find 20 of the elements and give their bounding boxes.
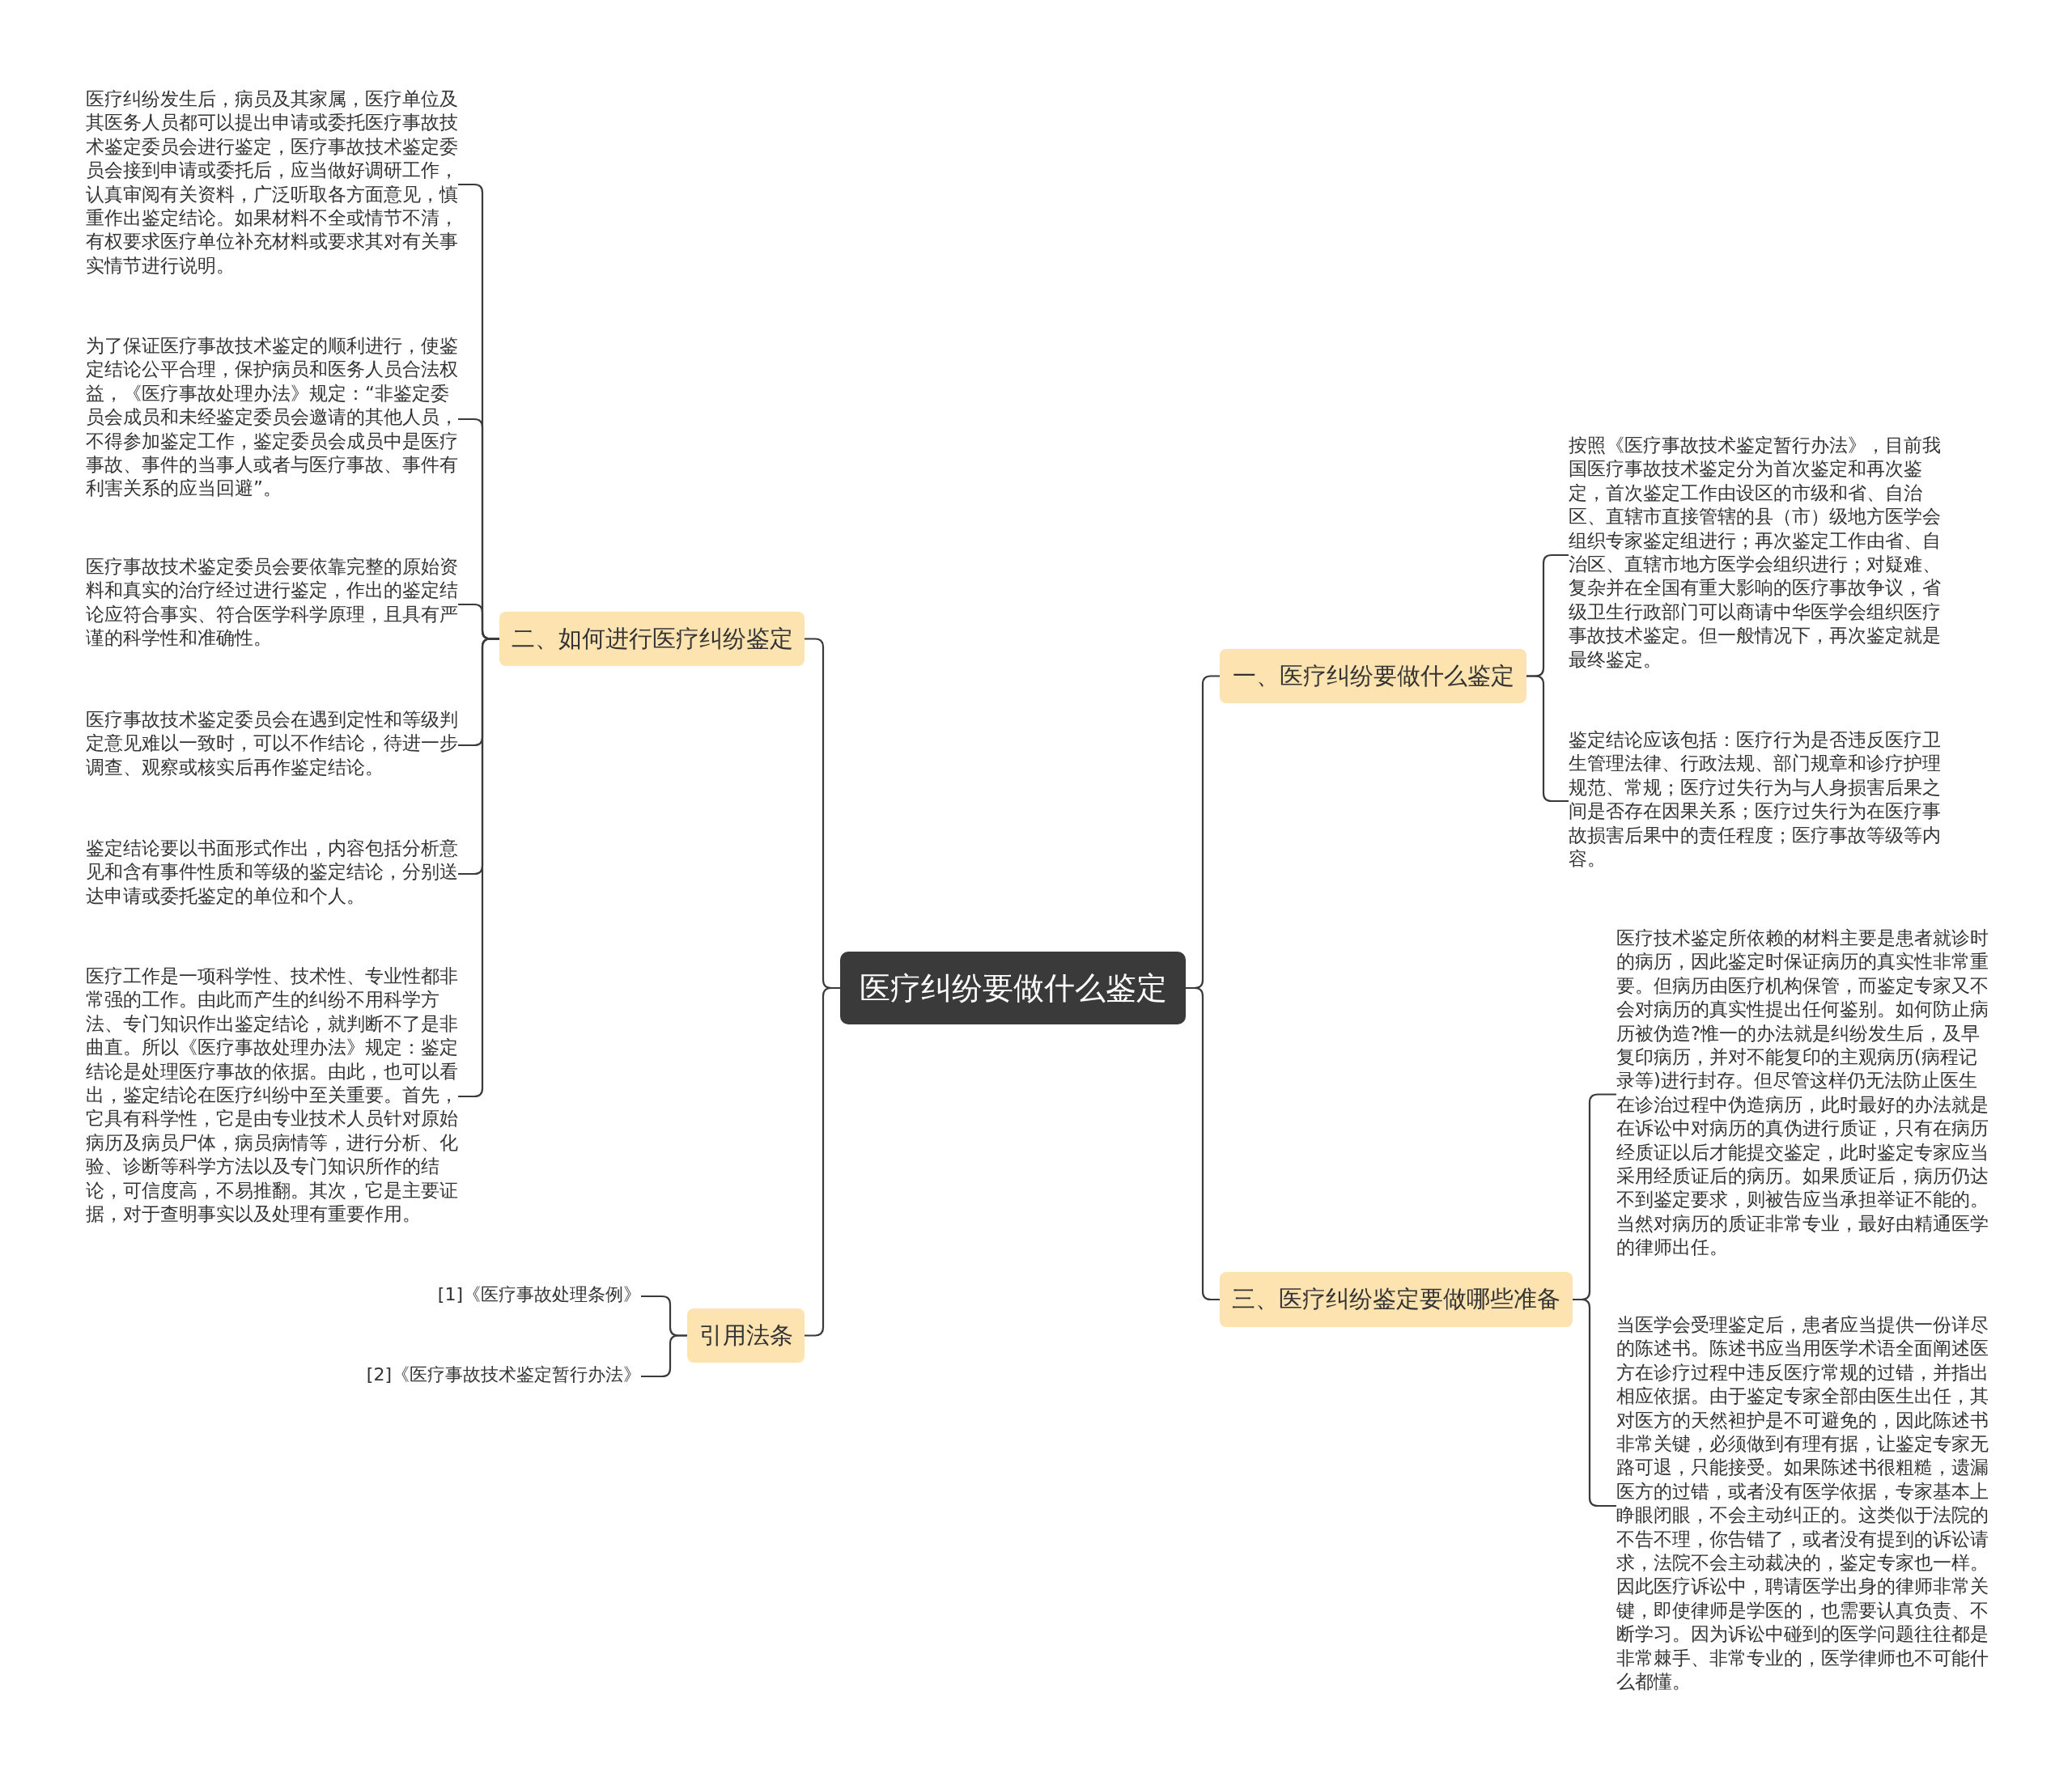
note-text: 医疗工作是一项科学性、技术性、专业性都非常强的工作。由此而产生的纠纷不用科学方法、专门知识作出鉴定结论，就判断不了是非曲直。所以《医疗事故处理办法》规定：鉴定结论是处理医疗事故的依据。由此，也可以看出，鉴定结论在医疗纠纷中至关重要。首先，它具有科学性，它是由专业技术人员针对原始病历及病员尸体，病员病情等，进行分析、化验、诊断等科学方法以及专门知识所作的结论，可信度高，不易推翻。其次，它是主要证据，对于查明事实以及处理有重要作用。 [86, 965, 458, 1228]
topic-box: 一、医疗纠纷要做什么鉴定 [1220, 649, 1526, 703]
note-text: 医疗技术鉴定所依赖的材料主要是患者就诊时的病历，因此鉴定时保证病历的真实性非常重要。但病历由医疗机构保管，而鉴定专家又不会对病历的真实性提出任何鉴别。如何防止病历被伪造?惟一的办法就是纠纷发生后，及早复印病历，并对不能复印的主观病历(病程记录等)进行封存。但尽管这样仍无法防止医生在诊治过程中伪造病历，此时最好的办法就是在诉讼中对病历的真伪进行质证，只有在病历经质证以后才能提交鉴定，此时鉴定专家应当采用经质证后的病历。如果质证后，病历仍达不到鉴定要求，则被告应当承担举证不能的。当然对病历的质证非常专业，最好由精通医学的律师出任。 [1616, 927, 1990, 1262]
note-text: 医疗纠纷发生后，病员及其家属，医疗单位及其医务人员都可以提出申请或委托医疗事故技术鉴定委员会进行鉴定，医疗事故技术鉴定委员会接到申请或委托后，应当做好调研工作，认真审阅有关资料，广泛听取各方面意见，慎重作出鉴定结论。如果材料不全或情节不清，有权要求医疗单位补充材料或要求其对有关事实情节进行说明。 [86, 87, 458, 282]
connector-line [805, 986, 840, 1337]
note-text: 鉴定结论要以书面形式作出，内容包括分析意见和含有事件性质和等级的鉴定结论，分别送达申请或委托鉴定的单位和个人。 [86, 837, 458, 911]
note-text: 医疗事故技术鉴定委员会要依靠完整的原始资料和真实的治疗经过进行鉴定，作出的鉴定结论应符合事实、符合医学科学原理，且具有严谨的科学性和准确性。 [86, 555, 458, 654]
reference-text: [1]《医疗事故处理条例》 [308, 1283, 641, 1310]
topic-box: 三、医疗纠纷鉴定要做哪些准备 [1220, 1272, 1573, 1327]
reference-text: [2]《医疗事故技术鉴定暂行办法》 [308, 1363, 641, 1390]
note-text: 当医学会受理鉴定后，患者应当提供一份详尽的陈述书。陈述书应当用医学术语全面阐述医方在诊疗过程中违反医疗常规的过错，并指出相应依据。由于鉴定专家全部由医生出任，其对医方的天然袒护是不可避免的，因此陈述书非常关键，必须做到有理有据，让鉴定专家无路可退，只能接受。如果陈述书很粗糙，遗漏医方的过错，或者没有医学依据，专家基本上睁眼闭眼，不会主动纠正的。这类似于法院的不告不理，你告错了，或者没有提到的诉讼请求，法院不会主动裁决的，鉴定专家也一样。因此医疗诉讼中，聘请医学出身的律师非常关键，即使律师是学医的，也需要认真负责、不断学习。因为诉讼中碰到的医学问题往往都是非常棘手、非常专业的，医学律师也不可能什么都懂。 [1616, 1313, 1990, 1698]
note-text: 为了保证医疗事故技术鉴定的顺利进行，使鉴定结论公平合理，保护病员和医务人员合法权益，《医疗事故处理办法》规定：“非鉴定委员会成员和未经鉴定委员会邀请的其他人员，不得参加鉴定工作，鉴定委员会成员中是医疗事故、事件的当事人或者与医疗事故、事件有利害关系的应当回避”。 [86, 334, 458, 504]
note-text: 按照《医疗事故技术鉴定暂行办法》，目前我国医疗事故技术鉴定分为首次鉴定和再次鉴定，首次鉴定工作由设区的市级和省、自治区、直辖市直接管辖的县（市）级地方医学会组织专家鉴定组进行；再次鉴定工作由省、自治区、直辖市地方医学会组织进行；对疑难、复杂并在全国有重大影响的医疗事故争议，省级卫生行政部门可以商请中华医学会组织医疗事故技术鉴定。但一般情况下，再次鉴定就是最终鉴定。 [1569, 434, 1942, 676]
topic-box: 引用法条 [687, 1308, 805, 1363]
topic-box: 二、如何进行医疗纠纷鉴定 [499, 612, 805, 666]
note-text: 医疗事故技术鉴定委员会在遇到定性和等级判定意见难以一致时，可以不作结论，待进一步调查、观察或核实后再作鉴定结论。 [86, 708, 458, 782]
central-topic-box: 医疗纠纷要做什么鉴定 [840, 952, 1186, 1024]
connector-line [1186, 986, 1220, 1301]
note-text: 鉴定结论应该包括：医疗行为是否违反医疗卫生管理法律、行政法规、部门规章和诊疗护理规范、常规；医疗过失行为与人身损害后果之间是否存在因果关系；医疗过失行为在医疗事故损害后果中的责任程度；医疗事故等级等内容。 [1569, 728, 1942, 874]
connector-line [641, 1334, 687, 1378]
